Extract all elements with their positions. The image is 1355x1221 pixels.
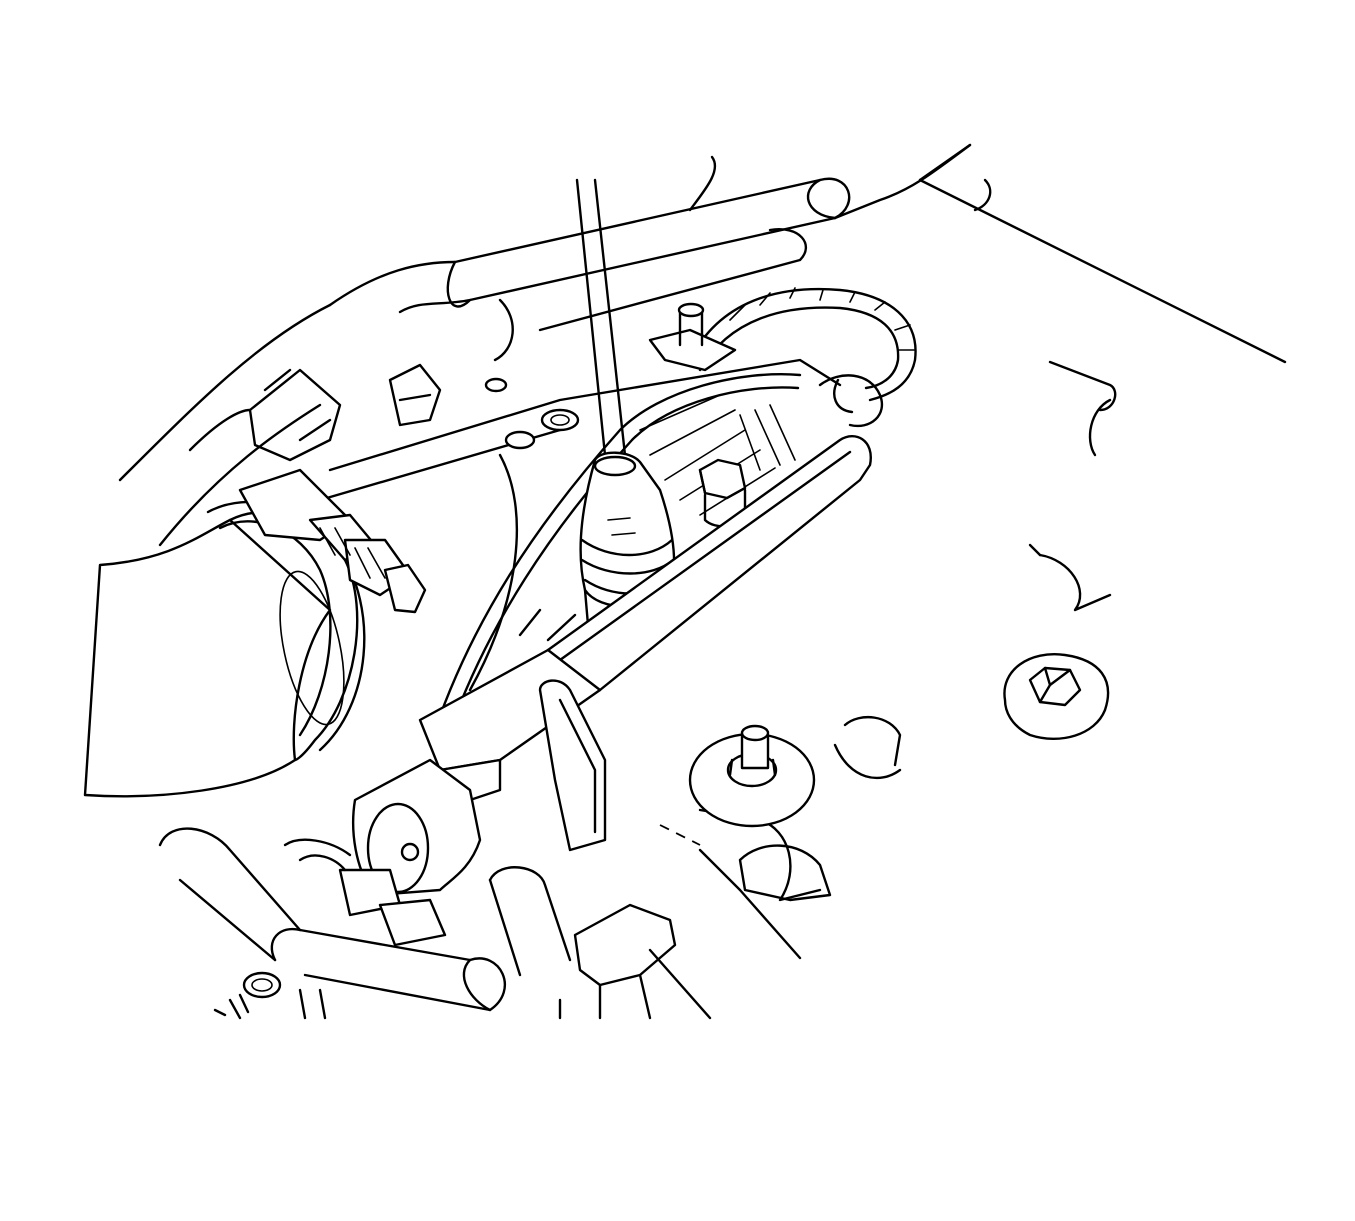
flange-bolt-upper — [698, 458, 747, 528]
wire-harness — [688, 287, 917, 428]
valve-cover-outline — [918, 143, 1287, 612]
lower-manifold-parts — [573, 808, 832, 1020]
coil-rail — [418, 435, 872, 852]
mounting-stud — [688, 724, 816, 828]
probe-tool — [575, 178, 627, 457]
upper-hose-assembly — [328, 143, 972, 362]
plenum-fasteners — [484, 377, 580, 642]
left-connector-cluster — [118, 303, 442, 547]
bracket-stud — [648, 302, 737, 372]
lower-tube-assembly — [158, 827, 572, 1020]
engine-cover-edges — [659, 716, 902, 846]
air-intake-duct — [83, 500, 366, 798]
lower-bracket — [213, 758, 482, 1020]
hex-bolt-right — [1003, 653, 1110, 740]
duct-clamp-fitting — [238, 468, 427, 614]
